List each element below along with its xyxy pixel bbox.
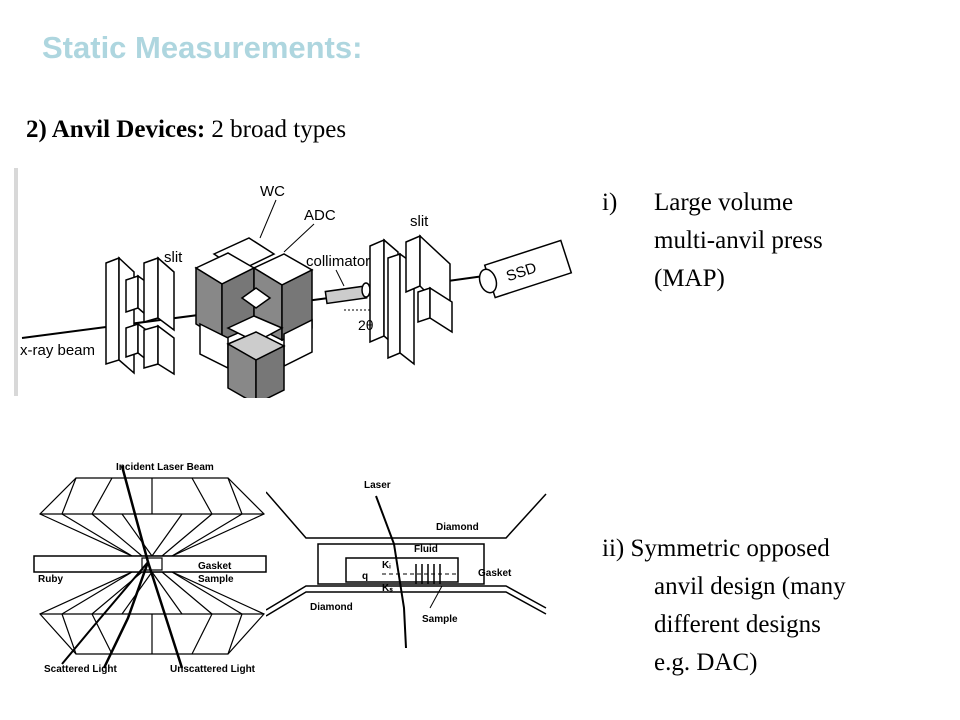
ruby-label: Ruby: [38, 574, 63, 585]
slit-left-label: slit: [164, 249, 183, 266]
dac-figure: Incident Laser Beam Gasket Sample Ruby S…: [32, 458, 272, 680]
q-label: q: [362, 571, 368, 582]
item-two-line-2: anvil design (many: [654, 573, 846, 600]
scattered-beam-path: [61, 561, 149, 665]
scattered-light-label: Scattered Light: [44, 664, 117, 675]
right-slit-plates: [369, 234, 453, 366]
item-one-line-3: (MAP): [654, 265, 725, 292]
slit-right-label: slit: [410, 213, 429, 230]
xray-beam-label: x-ray beam: [20, 342, 95, 359]
unscattered-beam-path: [146, 561, 184, 669]
item-one: i) Large volume multi-anvil press (MAP): [602, 184, 823, 298]
fluid-label: Fluid: [414, 544, 438, 555]
sample-label: Sample: [198, 574, 234, 585]
item-two-line-3: different designs: [654, 611, 821, 638]
ki-label: Kᵢ: [382, 560, 391, 571]
wc-label: WC: [260, 183, 285, 200]
item-two: ii) Symmetric opposed anvil design (many…: [602, 530, 846, 682]
map-diagram: WC ADC slit slit collimator SSD 2θ x-ray…: [14, 168, 573, 398]
subtitle-bold: 2) Anvil Devices:: [26, 116, 206, 143]
collimator-label: collimator: [306, 253, 370, 270]
upper-diamond: [38, 477, 266, 557]
cell-diamonds: [266, 491, 547, 617]
item-two-line-4: e.g. DAC): [654, 649, 758, 676]
scan-edge: [14, 168, 18, 396]
cell-figure: Laser Diamond Fluid Gasket Kᵢ q Kₛ Diamo…: [266, 478, 551, 658]
item-two-number: ii): [602, 535, 625, 562]
cell-laser-path: [375, 495, 407, 649]
dac-diagram: Incident Laser Beam Gasket Sample Ruby S…: [33, 462, 267, 675]
item-one-number: i): [602, 189, 618, 216]
cell-gasket-label: Gasket: [478, 568, 512, 579]
left-slit-plates: [105, 256, 175, 376]
collimator-body: [324, 282, 371, 305]
anvil-cubes: [194, 237, 314, 398]
item-one-line-2: multi-anvil press: [654, 227, 823, 254]
cell-gasket: [317, 543, 485, 585]
item-one-first-line: Large volume: [654, 189, 794, 216]
subtitle-rest: 2 broad types: [205, 116, 347, 143]
two-theta-label: 2θ: [358, 317, 374, 333]
incident-laser-beam-label: Incident Laser Beam: [116, 462, 214, 473]
diamond-bottom-label: Diamond: [310, 602, 353, 613]
slide-subtitle: 2) Anvil Devices: 2 broad types: [26, 116, 346, 144]
slide-title: Static Measurements:: [42, 30, 363, 65]
diamond-top-label: Diamond: [436, 522, 479, 533]
map-figure: WC ADC slit slit collimator SSD 2θ x-ray…: [14, 168, 589, 398]
cell-sample-label: Sample: [422, 614, 458, 625]
ssd-detector: [478, 239, 573, 299]
laser-label: Laser: [364, 480, 391, 491]
ks-label: Kₛ: [382, 583, 393, 594]
unscattered-light-label: Unscattered Light: [170, 664, 256, 675]
gasket-label: Gasket: [198, 561, 232, 572]
sample-grating: [415, 564, 441, 584]
adc-label: ADC: [304, 207, 336, 224]
item-two-first-line: Symmetric opposed: [630, 535, 830, 562]
cell-diagram: Laser Diamond Fluid Gasket Kᵢ q Kₛ Diamo…: [266, 480, 547, 649]
